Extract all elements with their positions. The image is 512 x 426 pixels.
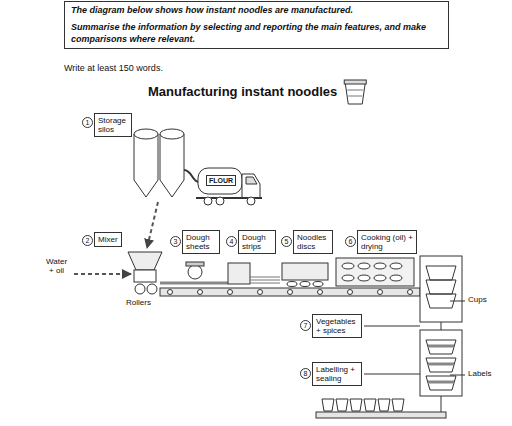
leader-line [364,301,465,375]
flour-flow-arrow [147,202,158,248]
label-text: Dough sheets [186,233,216,251]
prompt-box: The diagram below shows how instant nood… [64,1,449,49]
process-label: Vegetables + spices [312,314,362,338]
diagram-title: Manufacturing instant noodles [148,84,337,99]
callout-number: 2 [82,235,93,246]
label-text: Dough strips [242,233,272,251]
process-label: Storage silos [94,113,132,137]
callout-number: 7 [300,320,311,331]
label-text: Labelling + sealing [316,365,358,383]
storage-silos [134,129,199,197]
dough-sheet-rollers [160,262,228,283]
input-label: Water + oil [46,258,67,276]
process-label: Dough sheets [182,230,220,254]
truck-label: FLOUR [206,175,236,186]
disc-former [282,263,328,287]
mixer-machine [128,252,162,294]
water-flow-arrow [74,273,131,275]
part-label: Cups [468,296,487,305]
label-text: Noodles discs [297,233,329,251]
label-text: Mixer [98,235,118,244]
process-label: Labelling + sealing [312,362,362,386]
prompt-text: Summarise the information by selecting a… [71,22,442,45]
label-text: Cooking (oil) + drying [361,233,413,251]
output-conveyor [316,396,446,418]
cup-icon [344,80,366,104]
callout-number: 6 [345,236,356,247]
callout-number: 4 [226,236,237,247]
prompt-text: The diagram below shows how instant nood… [71,5,442,16]
part-label: Rollers [126,299,151,308]
part-label: Labels [468,370,492,379]
process-label: Noodles discs [293,230,333,254]
instruction-note: Write at least 150 words. [64,63,163,73]
process-label: Cooking (oil) + drying [357,230,417,254]
label-text: Vegetables + spices [316,317,358,335]
callout-number: 8 [300,368,311,379]
conveyor [160,288,420,296]
label-text: Storage silos [98,116,128,134]
strip-cutter [228,263,280,284]
cooker-dryer [336,258,414,286]
callout-number: 1 [82,117,93,128]
callout-number: 5 [281,236,292,247]
process-label: Dough strips [238,230,276,254]
flour-truck [196,168,262,205]
process-label: Mixer [94,232,122,247]
callout-number: 3 [170,236,181,247]
